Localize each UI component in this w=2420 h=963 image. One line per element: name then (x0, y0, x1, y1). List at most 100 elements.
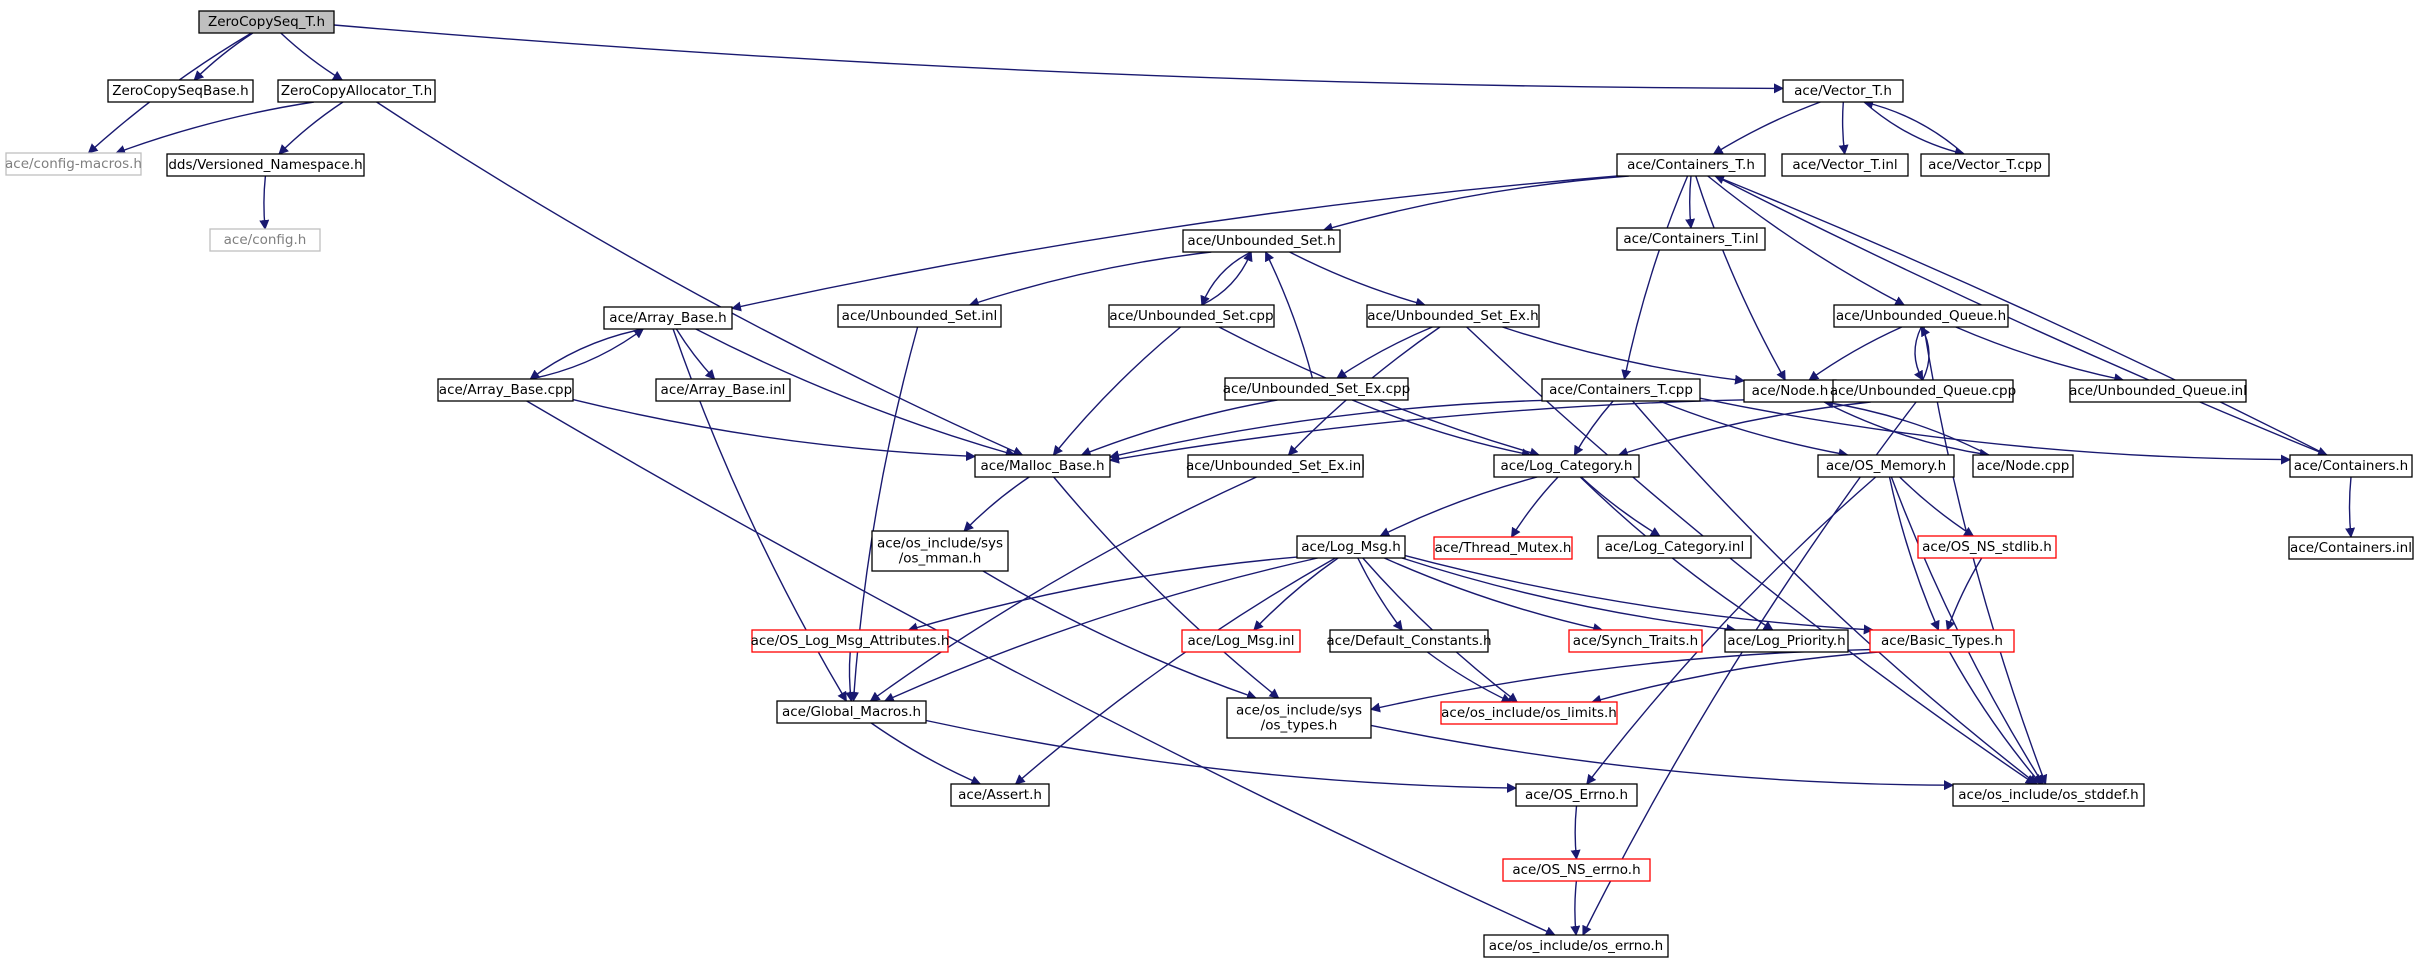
node-ddsver[interactable]: dds/Versioned_Namespace.h (166, 153, 365, 177)
node-oslogattr[interactable]: ace/OS_Log_Msg_Attributes.h (751, 629, 950, 653)
node-unbsetinl[interactable]: ace/Unbounded_Set.inl (837, 304, 1002, 328)
node-nodeh[interactable]: ace/Node.h (1743, 379, 1837, 403)
node-box (1515, 783, 1638, 807)
node-unbsetcpp[interactable]: ace/Unbounded_Set.cpp (1108, 304, 1275, 328)
edge-zcalloc-to-cfgmac (115, 101, 315, 155)
edge-unbq-to-unbqinl (1955, 326, 2125, 384)
node-logpri[interactable]: ace/Log_Priority.h (1724, 629, 1849, 653)
node-box (1187, 454, 1364, 478)
node-label: ace/OS_NS_stdlib.h (1922, 539, 2052, 555)
node-defconst[interactable]: ace/Default_Constants.h (1326, 629, 1492, 653)
node-assert[interactable]: ace/Assert.h (950, 783, 1050, 807)
node-box (1920, 153, 2050, 177)
node-label: ace/Log_Msg.h (1301, 539, 1401, 555)
node-conttinl[interactable]: ace/Containers_T.inl (1616, 227, 1766, 251)
node-box (1616, 153, 1766, 177)
edge-arrbase-to-arrinl (675, 328, 716, 380)
edge-osmem-to-basict (1888, 476, 1940, 631)
edge-conttcpp-to-logcat (1573, 400, 1614, 456)
node-label: ace/Basic_Types.h (1881, 633, 2003, 649)
node-unbq[interactable]: ace/Unbounded_Queue.h (1833, 304, 2009, 328)
node-box (1972, 454, 2074, 478)
edge-unbqcpp-to-oserrnoh (1582, 401, 1917, 936)
node-nodecpp[interactable]: ace/Node.cpp (1972, 454, 2074, 478)
node-unbqcpp[interactable]: ace/Unbounded_Queue.cpp (1830, 379, 2016, 403)
node-basict[interactable]: ace/Basic_Types.h (1869, 629, 2015, 653)
node-label: ZeroCopyAllocator_T.h (281, 83, 432, 99)
node-box (166, 153, 365, 177)
node-label: ace/Log_Category.inl (1605, 539, 1745, 555)
edge-contt-to-conttinl (1685, 175, 1696, 229)
node-unbsetex[interactable]: ace/Unbounded_Set_Ex.h (1366, 304, 1540, 328)
node-cfgmac[interactable]: ace/config-macros.h (5, 152, 142, 176)
node-osmem[interactable]: ace/OS_Memory.h (1817, 454, 1955, 478)
node-osnserrno[interactable]: ace/OS_NS_errno.h (1502, 858, 1651, 882)
node-box (209, 228, 321, 252)
node-unbset[interactable]: ace/Unbounded_Set.h (1182, 229, 1341, 253)
node-arrinl[interactable]: ace/Array_Base.inl (655, 378, 791, 402)
node-arrcpp[interactable]: ace/Array_Base.cpp (437, 378, 574, 402)
node-box (1781, 153, 1909, 177)
node-vectcpp[interactable]: ace/Vector_T.cpp (1920, 153, 2050, 177)
node-label: ace/Array_Base.inl (661, 382, 786, 398)
node-label: ace/Log_Category.h (1500, 458, 1632, 474)
node-oslimits[interactable]: ace/os_include/os_limits.h (1440, 701, 1618, 725)
node-zcseq[interactable]: ZeroCopySeq_T.h (198, 10, 335, 34)
node-contt[interactable]: ace/Containers_T.h (1616, 153, 1766, 177)
node-conttcpp[interactable]: ace/Containers_T.cpp (1541, 378, 1701, 402)
node-label: ace/Global_Macros.h (782, 704, 921, 720)
edge-contt-to-conttcpp (1621, 175, 1689, 380)
node-thrmtx[interactable]: ace/Thread_Mutex.h (1433, 536, 1573, 560)
node-unbsetexinl[interactable]: ace/Unbounded_Set_Ex.inl (1186, 454, 1365, 478)
node-label: ace/os_include/sys/os_types.h (1236, 703, 1362, 734)
node-box (950, 783, 1050, 807)
node-arrbase[interactable]: ace/Array_Base.h (603, 306, 733, 330)
edge-zcseq-to-vect (333, 24, 1784, 94)
node-logmsg[interactable]: ace/Log_Msg.h (1296, 535, 1406, 559)
edge-ostypes-to-osstddef (1370, 724, 1954, 791)
node-logcat[interactable]: ace/Log_Category.h (1493, 454, 1640, 478)
edge-arrcpp-to-malloc (572, 398, 976, 462)
node-box (1493, 454, 1640, 478)
node-label: ace/Node.h (1752, 383, 1829, 399)
node-logcatinl[interactable]: ace/Log_Category.inl (1597, 535, 1752, 559)
node-malloc[interactable]: ace/Malloc_Base.h (974, 454, 1111, 478)
node-ostypes[interactable]: ace/os_include/sys/os_types.h (1226, 697, 1372, 739)
node-box (837, 304, 1002, 328)
node-label: ace/Synch_Traits.h (1573, 633, 1698, 649)
node-box (1869, 629, 2015, 653)
node-globmac[interactable]: ace/Global_Macros.h (776, 700, 927, 724)
node-osnsstd[interactable]: ace/OS_NS_stdlib.h (1917, 535, 2057, 559)
node-oserrno[interactable]: ace/OS_Errno.h (1515, 783, 1638, 807)
edge-zcalloc-to-malloc (376, 101, 1024, 456)
node-oserrnoh[interactable]: ace/os_include/os_errno.h (1483, 934, 1669, 958)
node-label: ace/Unbounded_Set.h (1187, 233, 1335, 249)
edge-unbq-to-unbqcpp (1913, 326, 1924, 381)
edge-vect-to-vectcpp (1863, 101, 1965, 157)
node-vectinl[interactable]: ace/Vector_T.inl (1781, 153, 1909, 177)
node-cfg[interactable]: ace/config.h (209, 228, 321, 252)
edge-logmsg-to-globmac (883, 557, 1318, 702)
edge-oslogattr-to-globmac (845, 651, 856, 702)
node-unbqinl[interactable]: ace/Unbounded_Queue.inl (2069, 379, 2247, 403)
node-label: ace/Unbounded_Set_Ex.inl (1186, 458, 1365, 474)
node-box (2288, 536, 2414, 560)
edge-logmsg-to-basict (1404, 554, 1874, 635)
node-logmsginl[interactable]: ace/Log_Msg.inl (1181, 629, 1301, 653)
nodes-layer: ZeroCopySeq_T.h ace/config-macros.h ZeroCo… (5, 10, 2414, 958)
node-contsinl[interactable]: ace/Containers.inl (2288, 536, 2414, 560)
node-contsh[interactable]: ace/Containers.h (2289, 454, 2413, 478)
node-osmman[interactable]: ace/os_include/sys/os_mman.h (871, 530, 1009, 572)
node-label: ace/Vector_T.inl (1792, 157, 1897, 173)
node-label: ace/Vector_T.cpp (1928, 157, 2042, 173)
edge-logmsg-to-oslogattr (907, 556, 1298, 633)
edge-logcat-to-thrmtx (1510, 476, 1559, 538)
node-vect[interactable]: ace/Vector_T.h (1782, 79, 1904, 103)
node-unbsetexcpp[interactable]: ace/Unbounded_Set_Ex.cpp (1223, 377, 1410, 401)
node-box (1224, 377, 1409, 401)
node-zcalloc[interactable]: ZeroCopyAllocator_T.h (277, 79, 436, 103)
node-box (1568, 629, 1703, 653)
node-osstddef[interactable]: ace/os_include/os_stddef.h (1952, 783, 2145, 807)
node-synch[interactable]: ace/Synch_Traits.h (1568, 629, 1703, 653)
node-zcsbase[interactable]: ZeroCopySeqBase.h (107, 79, 254, 103)
